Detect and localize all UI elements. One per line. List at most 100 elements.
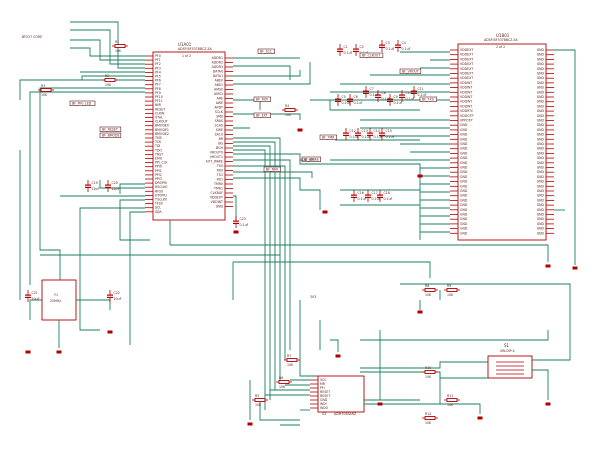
u1-left-pin-24: TRST	[154, 152, 163, 156]
u2-right-pin-32: GND	[537, 198, 545, 202]
capacitor-c5: C50.1uF	[335, 94, 351, 106]
ground-symbol	[417, 310, 423, 314]
u2-right-pin-34: GND	[537, 208, 545, 212]
svg-text:R10: R10	[425, 366, 431, 370]
u2-left-pin-21: GND	[460, 147, 468, 151]
u1-left-pin-35: TSCLK0	[154, 198, 167, 202]
svg-text:C3: C3	[386, 41, 390, 45]
u2-right-pin-21: GND	[537, 147, 545, 151]
wire-31	[233, 165, 286, 360]
svg-text:0.1uF: 0.1uF	[394, 101, 403, 105]
u2-left-pin-labels: VDDEXTVDDEXTVDDEXTVDDEXTVDDEXTVDDEXTVDDE…	[450, 48, 474, 235]
u2-right-pin-18: GND	[537, 133, 545, 137]
u1-right-pin-16: SWE	[216, 128, 223, 132]
u2-left-pin-24: GND	[460, 161, 468, 165]
u1-left-pin-32: RSCLK0	[155, 185, 167, 189]
svg-text:R8: R8	[425, 284, 429, 288]
svg-text:C21: C21	[32, 291, 38, 295]
capacitor-c1: C10.1uF	[337, 44, 353, 56]
wire-81	[330, 339, 339, 352]
svg-text:10K: 10K	[41, 93, 48, 97]
u2-left-pin-33: GND	[460, 203, 468, 207]
u1-left-pin-37: SCL	[155, 206, 161, 210]
u2-right-pin-labels: GNDGNDGNDGNDGNDGNDGNDGNDGNDGNDGNDGNDGNDG…	[537, 48, 554, 235]
u1-left-pin-34: DT0PRI	[155, 193, 167, 197]
dip-switch[interactable]: S1 SW-DIP-4	[487, 343, 533, 379]
u2-right-pin-23: GND	[537, 156, 545, 160]
svg-text:10K: 10K	[255, 403, 262, 407]
svg-text:10K: 10K	[115, 49, 122, 53]
u1-right-pin-6: ABE1	[215, 83, 223, 87]
wire-62	[554, 49, 576, 265]
svg-text:0.1uF: 0.1uF	[354, 101, 363, 105]
u2-left-pin-8: VDDINT	[460, 86, 472, 90]
u2-right-pin-7: GND	[537, 81, 545, 85]
svg-text:BF_VROUT: BF_VROUT	[402, 70, 419, 74]
wire-28	[233, 149, 266, 410]
u1-right-pin-26: TX1	[216, 173, 223, 177]
u3-pin-1: MR	[320, 382, 326, 386]
wire-34	[233, 195, 237, 220]
u1-right-pin-2: ADDR3	[212, 65, 223, 69]
u2-left-pin-11: VDDINT	[460, 100, 472, 104]
u2-right-pin-27: GND	[537, 175, 545, 179]
u2-left-pin-17: GND	[460, 128, 468, 132]
net-label: BF_BMODE	[99, 132, 122, 138]
u2-left-pin-2: VDDEXT	[460, 57, 473, 61]
u2-left-pin-28: GND	[460, 180, 468, 184]
u3-ref: U2	[322, 412, 326, 416]
u2-sheet: 2 of 2	[496, 45, 505, 49]
svg-text:0.1uF: 0.1uF	[370, 93, 379, 97]
u3-pin-3: RESET	[320, 390, 330, 394]
u2-left-pin-14: VDDOTP	[460, 114, 474, 118]
u1-left-pin-22: TDI	[154, 144, 160, 148]
u2-right-pin-14: GND	[537, 114, 545, 118]
switch-ref: S1	[504, 343, 510, 348]
u2-left-pin-36: GND	[460, 217, 468, 221]
u1-left-pin-30: PPI3	[155, 177, 162, 181]
wire-58	[329, 100, 420, 111]
ground-symbol	[572, 266, 578, 270]
svg-text:C10: C10	[406, 91, 412, 95]
crystal-ref: Y1	[54, 293, 58, 297]
wire-74	[532, 369, 549, 400]
u2-right-pin-35: GND	[537, 213, 545, 217]
u1-right-pin-0: ADDR1	[212, 56, 223, 60]
svg-text:R7: R7	[287, 354, 291, 358]
svg-text:BF_PF0_LED: BF_PF0_LED	[72, 102, 92, 106]
u2-right-pin-28: GND	[537, 180, 545, 184]
u3-part: ADM708SARZ	[334, 412, 357, 416]
svg-text:R2: R2	[105, 74, 109, 78]
svg-text:C14: C14	[374, 129, 380, 133]
svg-text:10K: 10K	[105, 83, 112, 87]
svg-text:BF_TMR: BF_TMR	[322, 136, 335, 140]
u1-left-pin-12: NMI	[155, 103, 161, 107]
u2-left-pin-7: VDDINT	[460, 81, 472, 85]
u2-left-pin-19: GND	[460, 137, 468, 141]
capacitor-c4: C40.1uF	[395, 40, 411, 52]
svg-text:0.1uF: 0.1uF	[386, 47, 395, 51]
u1-right-pin-12: SCLK	[215, 110, 224, 114]
u1-left-pin-36: TFS0	[154, 202, 163, 206]
u1-left-pin-5: PF5	[155, 75, 161, 79]
u2-processor-power: U1B01 ADSP-BF537BBCZ-5A 2 of 2 VDDEXTVDD…	[450, 33, 554, 241]
net-label: BF_VROUT	[399, 68, 422, 74]
u1-processor: U1A01 ADSP-BF537BBCZ-5A 1 of 2 PF0PF1PF2…	[145, 42, 233, 221]
u1-left-pin-26: PPI_CLK	[155, 161, 168, 165]
ground-symbol	[377, 402, 383, 406]
wire-7	[39, 87, 145, 280]
capacitor-c6: C60.1uF	[347, 94, 363, 106]
u1-left-pin-6: PF6	[155, 79, 161, 83]
u2-right-pin-26: GND	[537, 170, 545, 174]
u2-left-pin-30: GND	[460, 189, 468, 193]
svg-text:BF_WAKE: BF_WAKE	[304, 158, 319, 162]
